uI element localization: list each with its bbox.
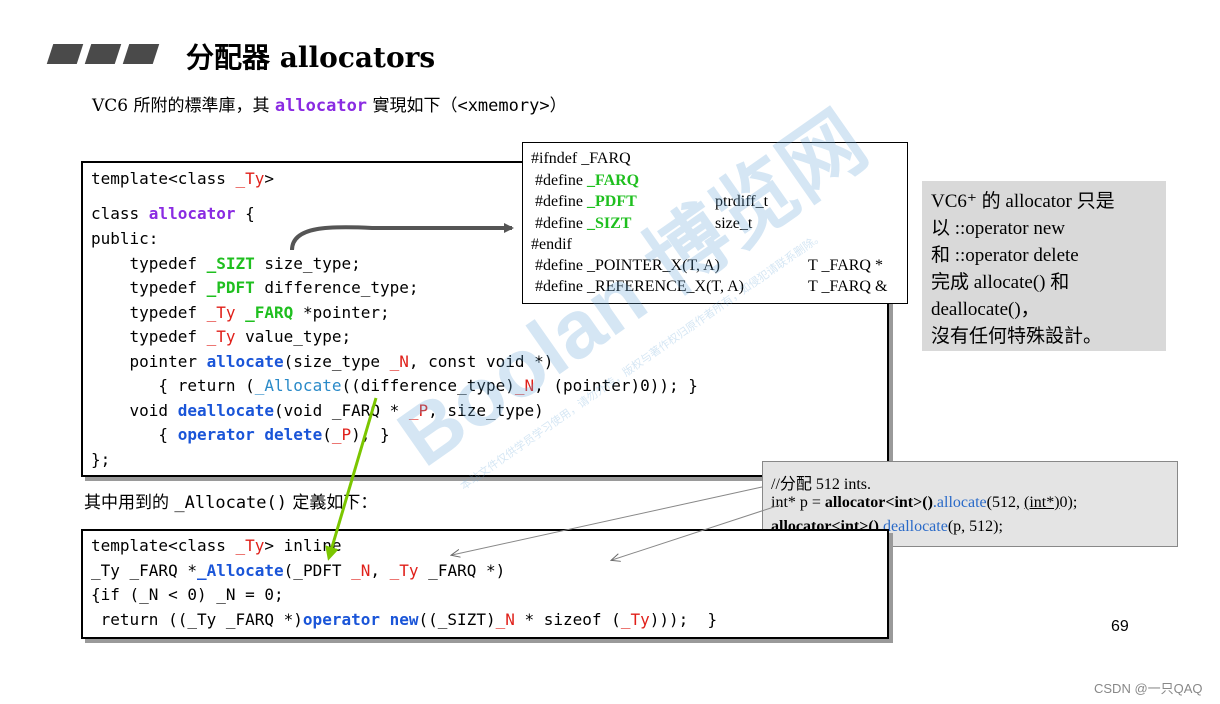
- credit-text: CSDN @一只QAQ: [1094, 681, 1203, 696]
- code-line: typedef _Ty value_type;: [91, 327, 352, 346]
- code-line: _Ty _FARQ *_Allocate(_PDFT _N, _Ty _FARQ…: [91, 561, 506, 580]
- code-line: typedef _PDFT difference_type;: [91, 278, 419, 297]
- macro-definitions-box: #ifndef _FARQ #define _FARQ #define _PDF…: [522, 142, 908, 304]
- define-line: #define _SIZT: [531, 215, 632, 232]
- code-line: { return (_Allocate((difference_type)_N,…: [91, 376, 698, 395]
- define-line: #define _PDFT: [531, 193, 637, 210]
- code-line: return ((_Ty _FARQ *)operator new((_SIZT…: [91, 610, 718, 629]
- define-value: T _FARQ *: [808, 257, 883, 274]
- page-title: 分配器 allocators: [186, 41, 436, 74]
- usage-example-box: //分配 512 ints. int* p = allocator<int>()…: [762, 461, 1178, 547]
- usage-line: //分配 512 ints.: [771, 476, 872, 493]
- code-line: template<class _Ty>: [91, 169, 275, 188]
- define-line: #endif: [531, 236, 572, 253]
- code-line: class allocator {: [91, 204, 255, 223]
- define-line: #define _REFERENCE_X(T, A): [531, 278, 745, 295]
- code-line: typedef _Ty _FARQ *pointer;: [91, 303, 390, 322]
- explanation-note: VC6⁺ 的 allocator 只是 以 ::operator new 和 :…: [922, 181, 1166, 351]
- define-line: #ifndef _FARQ: [531, 150, 631, 167]
- note-line: 和 ::operator delete: [931, 245, 1079, 266]
- note-line: VC6⁺ 的 allocator 只是: [931, 191, 1115, 212]
- define-value: ptrdiff_t: [715, 193, 769, 210]
- define-value: T _FARQ &: [808, 278, 888, 295]
- note-line: 完成 allocate() 和: [931, 272, 1070, 293]
- usage-line: int* p = allocator<int>().allocate(512, …: [771, 494, 1078, 511]
- code-line: template<class _Ty> inline: [91, 536, 342, 555]
- code-line: { operator delete(_P); }: [91, 425, 390, 444]
- allocate-function-code-box: template<class _Ty> inline _Ty _FARQ *_A…: [81, 529, 889, 639]
- define-value: size_t: [715, 215, 753, 232]
- note-line: 沒有任何特殊設計。: [931, 326, 1103, 347]
- define-line: #define _POINTER_X(T, A): [531, 257, 720, 274]
- code-line: typedef _SIZT size_type;: [91, 254, 361, 273]
- code-line: void deallocate(void _FARQ * _P, size_ty…: [91, 401, 544, 420]
- note-line: deallocate()，: [931, 299, 1040, 320]
- code-line: pointer allocate(size_type _N, const voi…: [91, 352, 554, 371]
- intro-text: VC6 所附的標準庫，其 allocator 實現如下（<xmemory>）: [92, 96, 567, 116]
- define-line: #define _FARQ: [531, 172, 640, 189]
- code-line: public:: [91, 229, 159, 248]
- allocate-caption: 其中用到的 _Allocate() 定義如下：: [84, 493, 378, 513]
- code-line: {if (_N < 0) _N = 0;: [91, 585, 284, 604]
- code-line: };: [91, 450, 111, 469]
- page-number: 69: [1111, 618, 1129, 635]
- note-line: 以 ::operator new: [931, 218, 1066, 239]
